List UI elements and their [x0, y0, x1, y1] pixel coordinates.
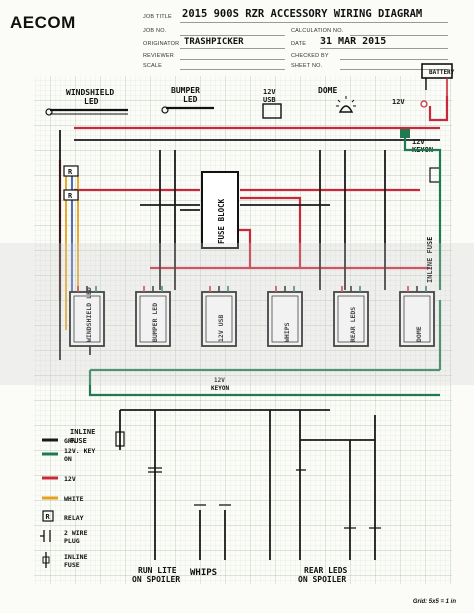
legend-fuse-body — [42, 556, 50, 564]
usb-port: 12V USB — [262, 88, 282, 119]
switch-body — [333, 291, 369, 347]
switch-rocker — [337, 295, 365, 343]
bumper-led: BUMPER LED — [161, 86, 214, 114]
job-title-value: 2015 900S RZR ACCESSORY WIRING DIAGRAM — [182, 8, 423, 20]
usb-label-1: 12V — [263, 88, 276, 96]
keyon-wires — [88, 138, 442, 397]
legend-text-6-b: FUSE — [64, 561, 80, 569]
calculation-no-label: CALCULATION NO. — [291, 28, 344, 34]
switch-body — [201, 291, 237, 347]
aecom-logo: AECOM — [10, 13, 76, 32]
legend-text-6-a: INLINE — [64, 553, 88, 561]
legend-text-1-a: 12V. KEY — [64, 447, 95, 455]
reviewer-label: REVIEWER — [143, 53, 174, 59]
legend-item-2: 12V — [42, 475, 76, 483]
rear-leds-label-2: ON SPOILER — [298, 575, 346, 584]
switch-2: 12V USB — [201, 286, 237, 347]
switch-rocker — [205, 295, 233, 343]
switch-rocker — [139, 295, 167, 343]
switch-label-3: WHIPS — [283, 322, 291, 342]
legend-item-3: WHITE — [42, 495, 84, 503]
dome-light: DOME — [318, 86, 356, 113]
date-value: 31 MAR 2015 — [320, 36, 387, 47]
keyon-small-1: 12V — [214, 377, 225, 384]
legend-plug-symbol — [40, 530, 51, 542]
battery-label: BATTERY — [429, 69, 455, 76]
legend-text-0: GRN — [64, 437, 76, 445]
plugs — [148, 467, 381, 529]
switch-label-1: BUMPER LED — [151, 303, 159, 342]
dome-label: DOME — [318, 86, 337, 95]
v12-keyon-label-1: 12V — [412, 138, 425, 146]
windshield-led-label-1: WINDSHIELD — [66, 88, 114, 97]
switch-body — [267, 291, 303, 347]
run-lite-label-2: ON SPOILER — [132, 575, 180, 584]
legend-text-5-a: 2 WIRE — [64, 529, 88, 537]
switch-5: DOME — [399, 286, 435, 347]
switch-4: REAR LEDS — [333, 286, 369, 347]
whips-bottom-label: WHIPS — [190, 568, 217, 578]
switch-body — [399, 291, 435, 347]
date-label: DATE — [291, 41, 307, 47]
legend-relay-r: R — [46, 513, 51, 521]
inline-fuse-left-label-2: FUSE — [70, 437, 87, 445]
rear-leds-label-1: REAR LEDS — [304, 566, 348, 575]
legend-item-4: R RELAY — [42, 510, 84, 522]
inline-fuse-right-label: INLINE FUSE — [426, 237, 434, 283]
switch-body — [135, 291, 171, 347]
legend-text-4: RELAY — [64, 514, 84, 522]
switch-0: WINDSHIELD LED — [69, 286, 105, 347]
switch-rocker — [403, 295, 431, 343]
windshield-led: WINDSHIELD LED — [45, 88, 128, 116]
scale-label: SCALE — [143, 63, 163, 69]
bumper-led-label-2: LED — [183, 95, 198, 104]
keyon-small-2: KEYON — [211, 385, 229, 392]
fuse-block: FUSE BLOCK — [201, 171, 239, 249]
legend-text-1-b: ON — [64, 455, 72, 463]
switch-label-4: REAR LEDS — [349, 307, 357, 342]
legend-text-2: 12V — [64, 475, 76, 483]
relay-1: R — [63, 165, 79, 177]
v12-label: 12V — [392, 98, 405, 106]
fuse-block-label: FUSE BLOCK — [217, 198, 226, 244]
legend-text-5-b: PLUG — [64, 537, 80, 545]
grid-note: Grid: 5x5 = 1 in — [412, 599, 456, 605]
job-no-label: JOB NO. — [143, 28, 167, 34]
job-title-label: JOB TITLE — [143, 14, 172, 20]
windshield-led-label-2: LED — [84, 97, 99, 106]
inline-fuse-left-label-1: INLINE — [70, 428, 95, 436]
switch-rocker — [73, 295, 101, 343]
switch-3: WHIPS — [267, 286, 303, 347]
battery: BATTERY — [421, 63, 455, 96]
switch-body — [69, 291, 105, 347]
switch-panel: WINDSHIELD LED BUMPER LED 12V USB WHIPS REAR… — [69, 286, 435, 347]
switch-1: BUMPER LED — [135, 286, 171, 347]
switch-label-0: WINDSHIELD LED — [85, 287, 93, 342]
relay-2-label: R — [68, 192, 73, 200]
usb-label-2: USB — [263, 96, 276, 104]
legend-relay-symbol — [42, 510, 54, 522]
sheet-no-label: SHEET NO. — [291, 63, 323, 69]
switch-label-2: 12V USB — [217, 315, 225, 342]
relay-1-label: R — [68, 168, 73, 176]
bumper-led-label-1: BUMPER — [171, 86, 200, 95]
legend-item-0: GRN — [42, 437, 76, 445]
legend-item-1: 12V. KEYON — [42, 447, 95, 463]
originator-value: TRASHPICKER — [184, 37, 244, 47]
run-lite-label-1: RUN LITE — [138, 566, 177, 575]
relay-2: R — [63, 189, 79, 201]
switch-rocker — [271, 295, 299, 343]
originator-label: ORIGINATOR — [143, 41, 180, 47]
switch-label-5: DOME — [415, 326, 423, 342]
legend-text-3: WHITE — [64, 495, 84, 503]
checked-by-label: CHECKED BY — [291, 53, 329, 59]
